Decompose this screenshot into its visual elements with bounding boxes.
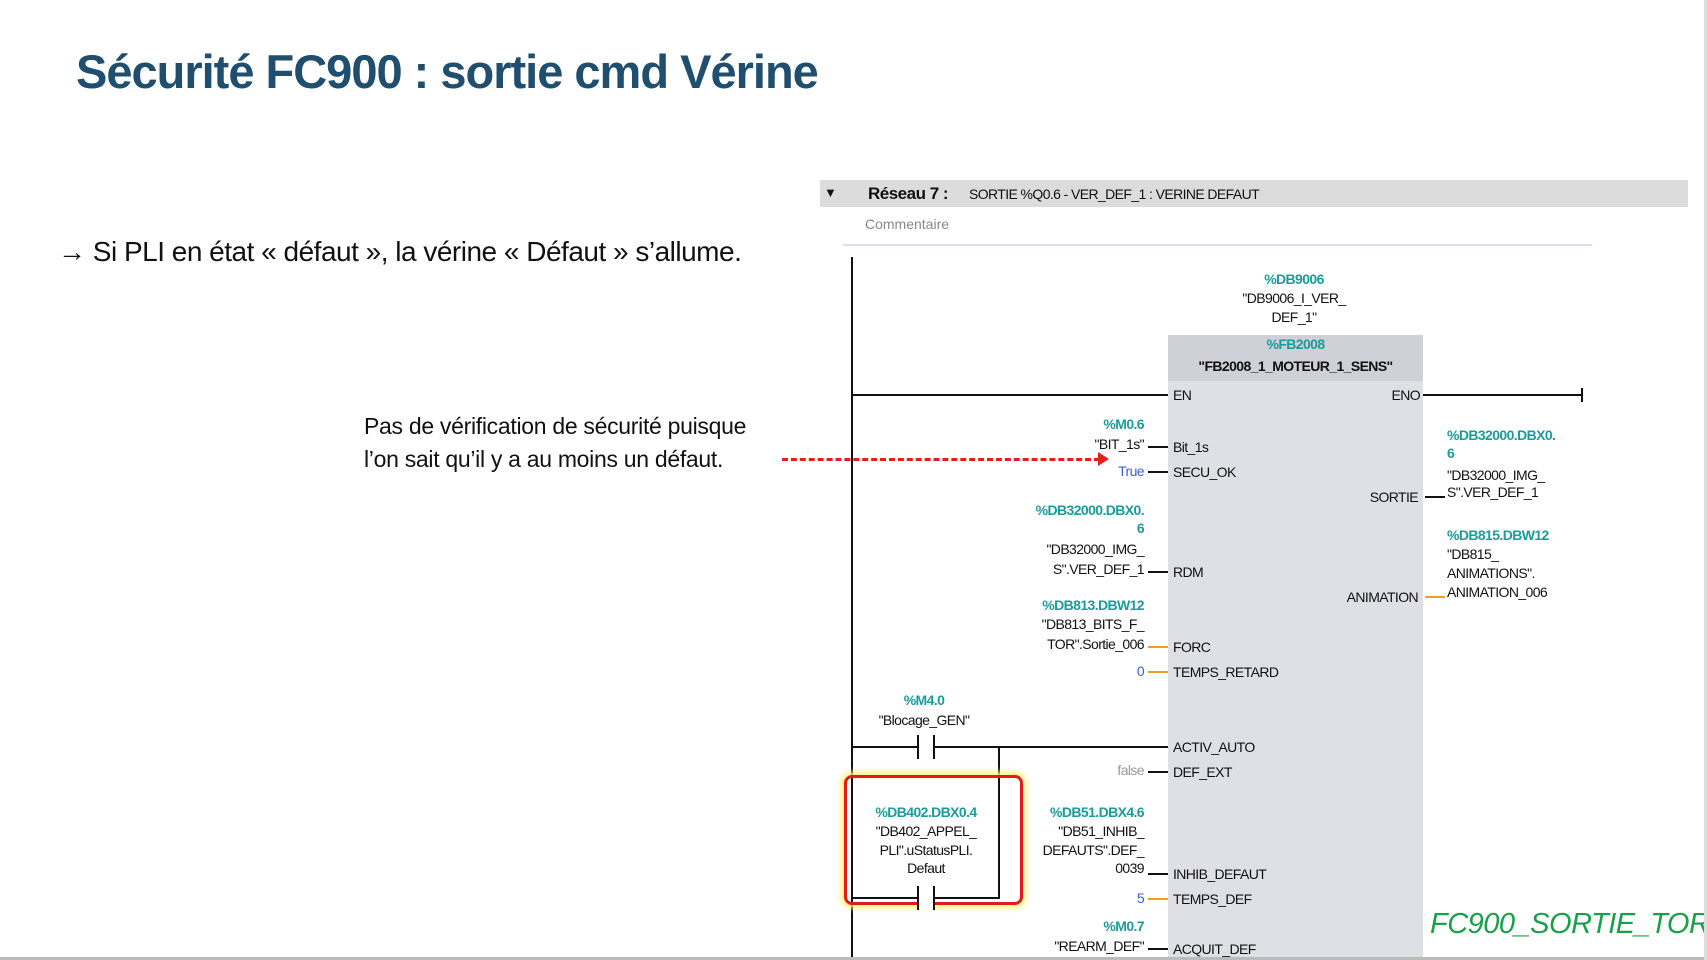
bullet-text: → Si PLI en état « défaut », la vérine «… xyxy=(58,236,742,267)
secu-ok-value[interactable]: True xyxy=(1118,463,1144,479)
operand-name[interactable]: "BIT_1s" xyxy=(1094,436,1145,452)
wire-branch xyxy=(998,746,1000,898)
operand-address[interactable]: %M0.7 xyxy=(1103,918,1144,934)
wire-stub xyxy=(1148,873,1168,875)
operand-name[interactable]: "DB32000_IMG_ xyxy=(1447,467,1545,483)
no-contact-icon[interactable] xyxy=(917,735,935,759)
operand-address[interactable]: %M0.6 xyxy=(1103,416,1144,432)
pin-temps-retard: TEMPS_RETARD xyxy=(1173,664,1279,680)
operand-name[interactable]: "REARM_DEF" xyxy=(1054,938,1144,954)
operand-name[interactable]: "DB51_INHIB_ xyxy=(1058,823,1144,839)
operand-name[interactable]: 0039 xyxy=(1115,860,1144,876)
temps-def-value[interactable]: 5 xyxy=(1136,890,1145,906)
pin-def-ext: DEF_EXT xyxy=(1173,764,1232,780)
operand-address[interactable]: 6 xyxy=(1447,445,1455,461)
operand-address[interactable]: %DB813.DBW12 xyxy=(1042,597,1144,613)
footer-label: FC900_SORTIE_TOR xyxy=(1430,908,1707,940)
operand-address[interactable]: 6 xyxy=(1136,520,1145,536)
wire-stub xyxy=(1148,898,1168,900)
contact-address[interactable]: %M4.0 xyxy=(903,692,945,708)
operand-name[interactable]: DEFAUTS".DEF_ xyxy=(1042,842,1145,858)
contact-name[interactable]: "Blocage_GEN" xyxy=(878,712,970,728)
contact-address[interactable]: %DB402.DBX0.4 xyxy=(875,804,977,820)
pin-rdm: RDM xyxy=(1173,564,1204,580)
wire-stub xyxy=(1148,646,1168,648)
arrowhead-icon xyxy=(1098,452,1109,466)
wire-eno-end xyxy=(1581,388,1583,402)
pin-temps-def: TEMPS_DEF xyxy=(1173,891,1252,907)
comment-field[interactable]: Commentaire xyxy=(865,216,950,232)
wire-stub xyxy=(1425,596,1445,598)
operand-address[interactable]: %DB51.DBX4.6 xyxy=(1050,804,1145,820)
contact-name[interactable]: Defaut xyxy=(907,860,945,876)
pin-bit1s: Bit_1s xyxy=(1173,439,1209,455)
annotation-line-2: l’on sait qu’il y a au moins un défaut. xyxy=(364,446,724,472)
wire-stub xyxy=(1425,496,1445,498)
operand-address[interactable]: %DB32000.DBX0. xyxy=(1035,502,1145,518)
function-block[interactable] xyxy=(1168,335,1423,960)
pin-sortie: SORTIE xyxy=(1369,489,1419,505)
wire-activ-auto xyxy=(852,746,1168,748)
network-header[interactable] xyxy=(820,180,1688,207)
wire-en xyxy=(852,394,1168,396)
operand-name[interactable]: S".VER_DEF_1 xyxy=(1447,484,1539,500)
no-contact-icon[interactable] xyxy=(917,886,935,910)
instance-db-name: "DB9006_I_VER_ xyxy=(1242,290,1346,306)
bottom-border xyxy=(0,957,1707,960)
wire-eno xyxy=(1423,394,1582,396)
pin-en: EN xyxy=(1173,387,1192,403)
operand-name[interactable]: "DB813_BITS_F_ xyxy=(1041,616,1145,632)
block-name: "FB2008_1_MOTEUR_1_SENS" xyxy=(1198,358,1393,374)
network-label: Réseau 7 : xyxy=(868,184,949,203)
pin-activ-auto: ACTIV_AUTO xyxy=(1173,739,1255,755)
annotation-line-1: Pas de vérification de sécurité puisque xyxy=(364,413,747,439)
function-block-header xyxy=(1168,335,1423,381)
pin-inhib-defaut: INHIB_DEFAUT xyxy=(1173,866,1267,882)
wire-stub xyxy=(1148,571,1168,573)
operand-address[interactable]: %DB32000.DBX0. xyxy=(1447,427,1556,443)
wire-stub xyxy=(1148,771,1168,773)
slide-title: Sécurité FC900 : sortie cmd Vérine xyxy=(76,45,819,98)
operand-name[interactable]: "DB815_ xyxy=(1447,546,1499,562)
pin-eno: ENO xyxy=(1391,387,1420,403)
operand-address[interactable]: %DB815.DBW12 xyxy=(1447,527,1549,543)
comment-divider xyxy=(843,244,1592,246)
wire-stub xyxy=(1148,471,1168,473)
pin-animation: ANIMATION xyxy=(1346,589,1419,605)
power-rail xyxy=(851,257,853,960)
wire-stub xyxy=(1148,446,1168,448)
block-address: %FB2008 xyxy=(1266,336,1325,352)
collapse-triangle-icon[interactable]: ▼ xyxy=(824,185,837,200)
operand-name[interactable]: TOR".Sortie_006 xyxy=(1047,636,1144,652)
operand-name[interactable]: "DB32000_IMG_ xyxy=(1046,541,1144,557)
def-ext-value[interactable]: false xyxy=(1117,762,1144,778)
operand-name[interactable]: S".VER_DEF_1 xyxy=(1052,561,1145,577)
temps-retard-value[interactable]: 0 xyxy=(1136,663,1145,679)
pin-acquit-def: ACQUIT_DEF xyxy=(1173,941,1256,957)
network-title[interactable]: SORTIE %Q0.6 - VER_DEF_1 : VERINE DEFAUT xyxy=(969,186,1260,202)
right-border xyxy=(1704,0,1707,960)
instance-db-name: DEF_1" xyxy=(1271,309,1318,325)
instance-db-address[interactable]: %DB9006 xyxy=(1264,271,1324,287)
contact-name[interactable]: PLI".uStatusPLI. xyxy=(879,842,973,858)
contact-name[interactable]: "DB402_APPEL_ xyxy=(875,823,977,839)
wire-stub xyxy=(1148,948,1168,950)
operand-name[interactable]: ANIMATION_006 xyxy=(1447,584,1548,600)
annotation-dashed-arrow xyxy=(782,458,1100,461)
operand-name[interactable]: ANIMATIONS". xyxy=(1447,565,1535,581)
pin-secu-ok: SECU_OK xyxy=(1173,464,1236,480)
pin-forc: FORC xyxy=(1173,639,1211,655)
wire-stub xyxy=(1148,671,1168,673)
